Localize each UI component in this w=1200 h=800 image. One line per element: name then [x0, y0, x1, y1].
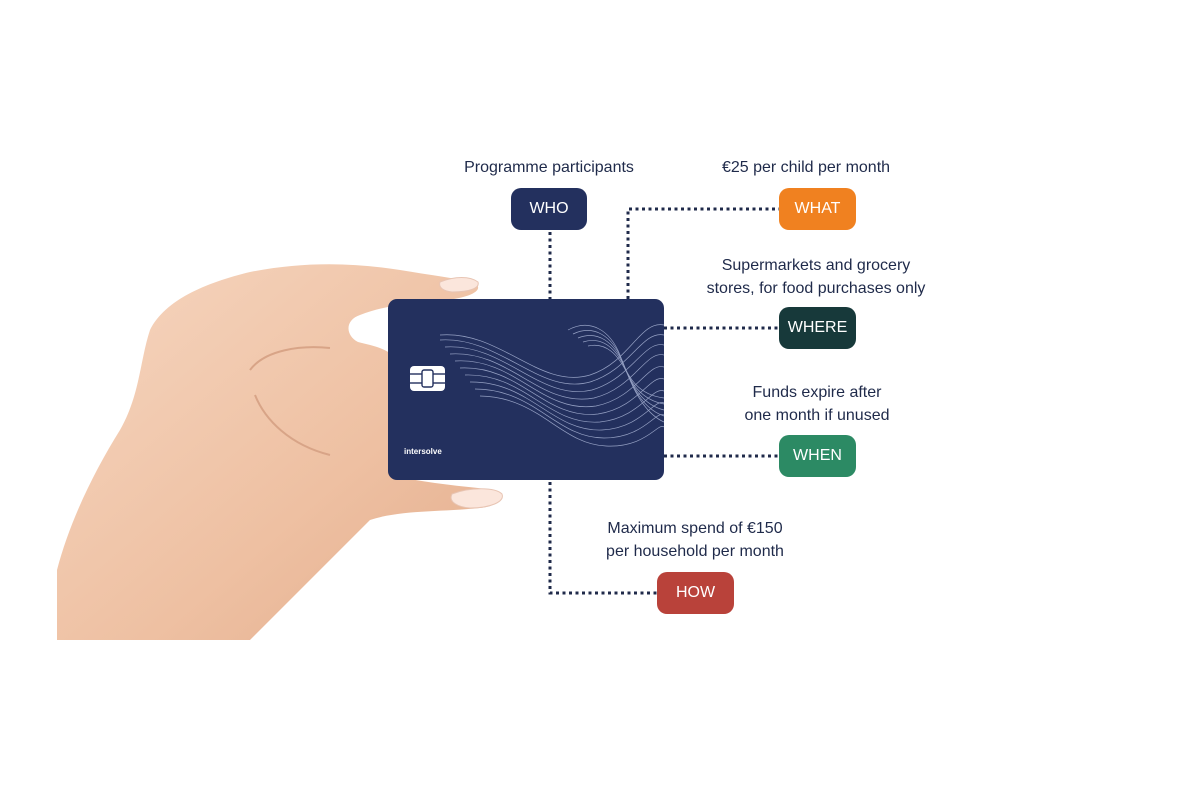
- chip-icon: [410, 366, 445, 391]
- card-logo: intersolve: [404, 447, 442, 456]
- who-badge: WHO: [511, 188, 587, 230]
- who-caption-line: Programme participants: [464, 159, 634, 176]
- how-caption: Maximum spend of €150 per household per …: [580, 518, 810, 563]
- finger-crease: [254, 394, 331, 456]
- what-badge: WHAT: [779, 188, 856, 230]
- where-caption-line-1: Supermarkets and grocery: [721, 257, 911, 274]
- who-label: WHO: [529, 200, 569, 217]
- where-label: WHERE: [787, 319, 848, 336]
- finger-crease: [249, 346, 331, 371]
- how-caption-line-2: per household per month: [606, 542, 784, 560]
- thumbnail: [439, 277, 479, 293]
- connector-what: [626, 207, 779, 299]
- how-badge: HOW: [657, 572, 734, 614]
- how-label: HOW: [675, 584, 716, 601]
- connector-how: [548, 482, 657, 595]
- where-caption-line-2: stores, for food purchases only: [706, 279, 926, 297]
- payment-card: intersolve: [388, 299, 665, 480]
- wave-pattern: [439, 324, 665, 447]
- when-label: WHEN: [793, 447, 842, 464]
- when-badge: WHEN: [779, 435, 856, 477]
- what-label: WHAT: [794, 200, 841, 217]
- when-caption: Funds expire after one month if unused: [718, 382, 916, 427]
- how-caption-line-1: Maximum spend of €150: [607, 520, 783, 537]
- where-caption: Supermarkets and grocery stores, for foo…: [676, 255, 956, 300]
- who-caption: Programme participants: [430, 157, 668, 180]
- when-caption-line-1: Funds expire after: [752, 384, 882, 401]
- what-caption-line: €25 per child per month: [721, 159, 891, 176]
- what-caption: €25 per child per month: [690, 157, 922, 180]
- where-badge: WHERE: [779, 307, 856, 349]
- fingernail: [450, 488, 503, 509]
- when-caption-line-2: one month if unused: [744, 406, 890, 424]
- card-body: [388, 299, 664, 480]
